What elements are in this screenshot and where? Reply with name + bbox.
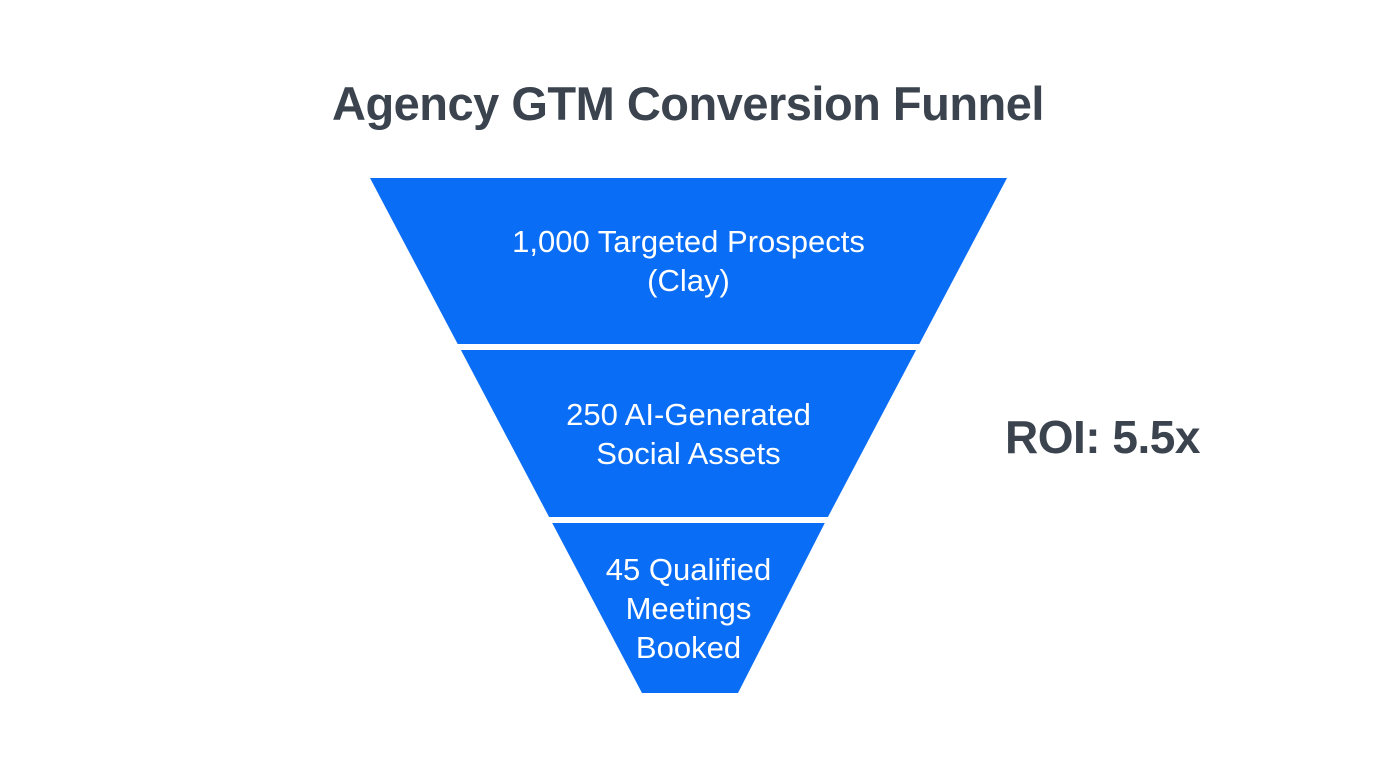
funnel-segment-3	[552, 523, 825, 693]
roi-annotation: ROI: 5.5x	[1005, 411, 1200, 463]
chart-title: Agency GTM Conversion Funnel	[332, 77, 1044, 130]
funnel-segment-2	[460, 350, 917, 517]
funnel-segment-1	[370, 178, 1007, 344]
